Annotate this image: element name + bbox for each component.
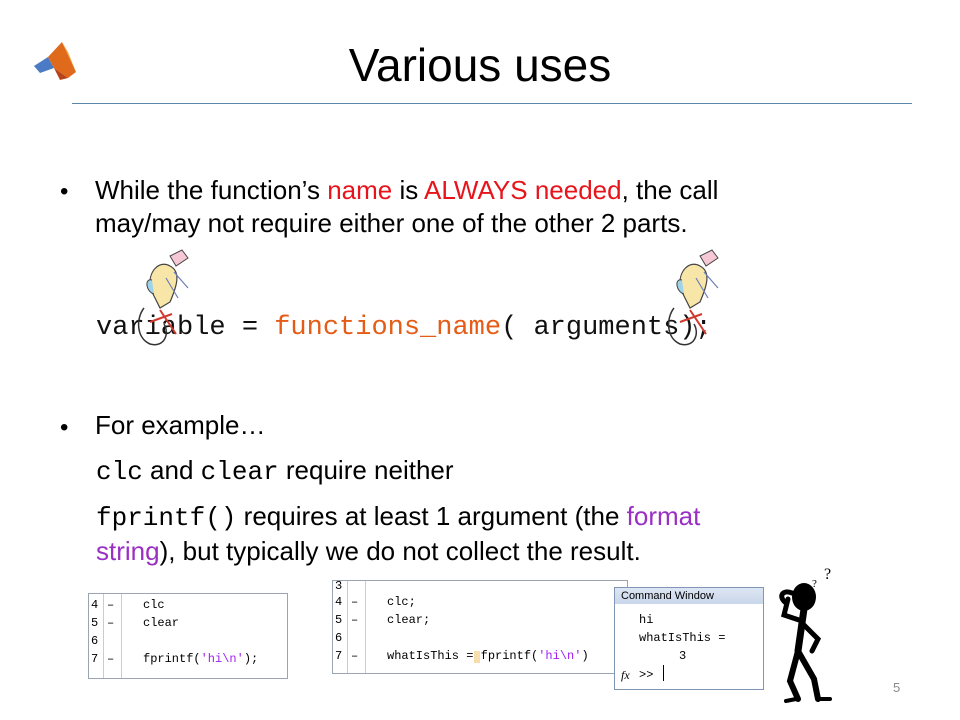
example-line1-end: require neither xyxy=(278,455,454,485)
command-input-cursor[interactable] xyxy=(663,665,664,681)
command-window: Command Window hi whatIsThis = 3 fx >> xyxy=(614,587,764,690)
command-output-line: hi xyxy=(639,613,654,627)
command-output-line: 3 xyxy=(679,649,687,663)
bullet-marker: • xyxy=(60,178,69,205)
scissors-clipart-icon xyxy=(667,249,719,346)
slide-title: Various uses xyxy=(348,39,612,91)
format-highlight: format xyxy=(626,501,701,531)
bullet-text-1: While the function’s name is ALWAYS need… xyxy=(95,174,855,240)
editor-snippet-2: 3 4–clc; 5–clear; 6 7–whatIsThis = fprin… xyxy=(332,579,628,674)
scissors-clipart-icon xyxy=(137,249,189,346)
code-clc: clc xyxy=(96,457,143,487)
bullet1-part3: , the call xyxy=(621,175,719,205)
fx-icon[interactable]: fx xyxy=(621,668,630,682)
syntax-equals: = xyxy=(225,313,275,343)
example-line-2: fprintf() requires at least 1 argument (… xyxy=(96,500,836,568)
bullet1-part2: is xyxy=(392,175,425,205)
svg-text:?: ? xyxy=(812,578,817,590)
always-needed-highlight: ALWAYS needed xyxy=(424,175,622,205)
syntax-arguments: ( arguments); xyxy=(501,313,712,343)
code-clear: clear xyxy=(200,457,279,487)
bullet1-line2: may/may not require either one of the ot… xyxy=(95,208,688,238)
command-window-title: Command Window xyxy=(615,588,763,604)
command-prompt: >> xyxy=(639,668,654,682)
page-number: 5 xyxy=(893,680,901,695)
example-line-1: clc and clear require neither xyxy=(96,454,454,489)
matlab-logo-icon xyxy=(34,42,76,80)
bullet1-part1: While the function’s xyxy=(95,175,328,205)
bullet-marker: • xyxy=(60,414,69,441)
warning-marker xyxy=(474,651,480,663)
title-divider xyxy=(72,103,912,104)
svg-text:?: ? xyxy=(824,566,831,583)
example-line3-rest: ), but typically we do not collect the r… xyxy=(159,536,641,566)
string-highlight: string xyxy=(96,536,160,566)
syntax-function-name: functions_name xyxy=(274,313,502,343)
example-line2-text: requires at least 1 argument (the xyxy=(236,501,627,531)
command-output-line: whatIsThis = xyxy=(639,631,726,645)
example-line1-mid: and xyxy=(142,455,201,485)
editor-snippet-1: 4–clc 5–clear 6 7–fprintf('hi\n'); xyxy=(88,593,288,679)
code-fprintf: fprintf() xyxy=(96,503,237,533)
confused-stick-figure-icon: ? ? xyxy=(779,566,832,703)
name-highlight: name xyxy=(327,175,393,205)
example-intro: For example… xyxy=(95,410,266,440)
